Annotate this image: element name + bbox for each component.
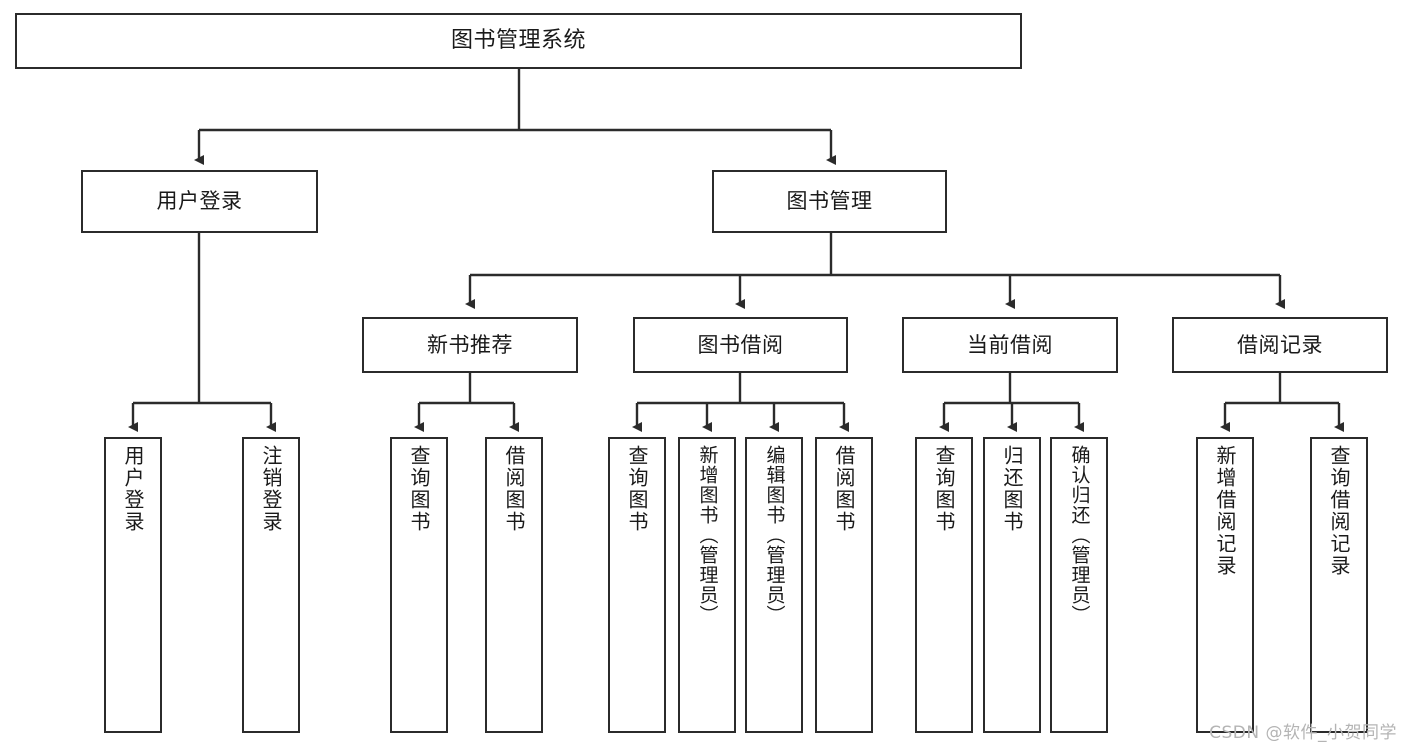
node-label: 当前借阅 (967, 332, 1053, 357)
leaf-query-book-borrow[interactable]: 查询图书 (608, 437, 666, 733)
node-current-borrow[interactable]: 当前借阅 (902, 317, 1118, 373)
node-borrow-record[interactable]: 借阅记录 (1172, 317, 1388, 373)
node-label: 新书推荐 (427, 332, 513, 357)
node-label: 新增图书（管理员） (696, 445, 719, 625)
node-label: 图书管理 (786, 189, 873, 214)
leaf-return-book[interactable]: 归还图书 (983, 437, 1041, 733)
leaf-edit-book-admin[interactable]: 编辑图书（管理员） (745, 437, 803, 733)
leaf-query-borrow-record[interactable]: 查询借阅记录 (1310, 437, 1368, 733)
node-label: 图书管理系统 (450, 28, 586, 54)
node-book-management[interactable]: 图书管理 (712, 170, 947, 233)
node-label: 归还图书 (1000, 445, 1024, 533)
node-new-book-recommend[interactable]: 新书推荐 (362, 317, 578, 373)
leaf-add-borrow-record[interactable]: 新增借阅记录 (1196, 437, 1254, 733)
node-label: 编辑图书（管理员） (763, 445, 786, 625)
node-label: 查询借阅记录 (1327, 445, 1351, 577)
leaf-user-login[interactable]: 用户登录 (104, 437, 162, 733)
leaf-confirm-return-admin[interactable]: 确认归还（管理员） (1050, 437, 1108, 733)
leaf-logout[interactable]: 注销登录 (242, 437, 300, 733)
node-root-system[interactable]: 图书管理系统 (15, 13, 1022, 69)
node-label: 借阅记录 (1237, 332, 1323, 357)
node-label: 注销登录 (259, 445, 283, 533)
node-label: 查询图书 (625, 445, 649, 533)
watermark-text: CSDN @软件_小贺同学 (1209, 723, 1397, 743)
leaf-borrow-book-recommend[interactable]: 借阅图书 (485, 437, 543, 733)
node-user-login[interactable]: 用户登录 (81, 170, 318, 233)
node-label: 用户登录 (156, 189, 243, 214)
leaf-add-book-admin[interactable]: 新增图书（管理员） (678, 437, 736, 733)
node-label: 查询图书 (407, 445, 431, 533)
node-label: 用户登录 (121, 445, 145, 533)
node-label: 确认归还（管理员） (1068, 445, 1091, 625)
node-label: 图书借阅 (697, 332, 784, 357)
leaf-query-book-current[interactable]: 查询图书 (915, 437, 973, 733)
node-label: 借阅图书 (832, 445, 856, 533)
node-label: 查询图书 (932, 445, 956, 533)
leaf-borrow-book[interactable]: 借阅图书 (815, 437, 873, 733)
node-label: 借阅图书 (502, 445, 526, 533)
node-label: 新增借阅记录 (1213, 445, 1237, 577)
leaf-query-book-recommend[interactable]: 查询图书 (390, 437, 448, 733)
node-book-borrow[interactable]: 图书借阅 (633, 317, 848, 373)
